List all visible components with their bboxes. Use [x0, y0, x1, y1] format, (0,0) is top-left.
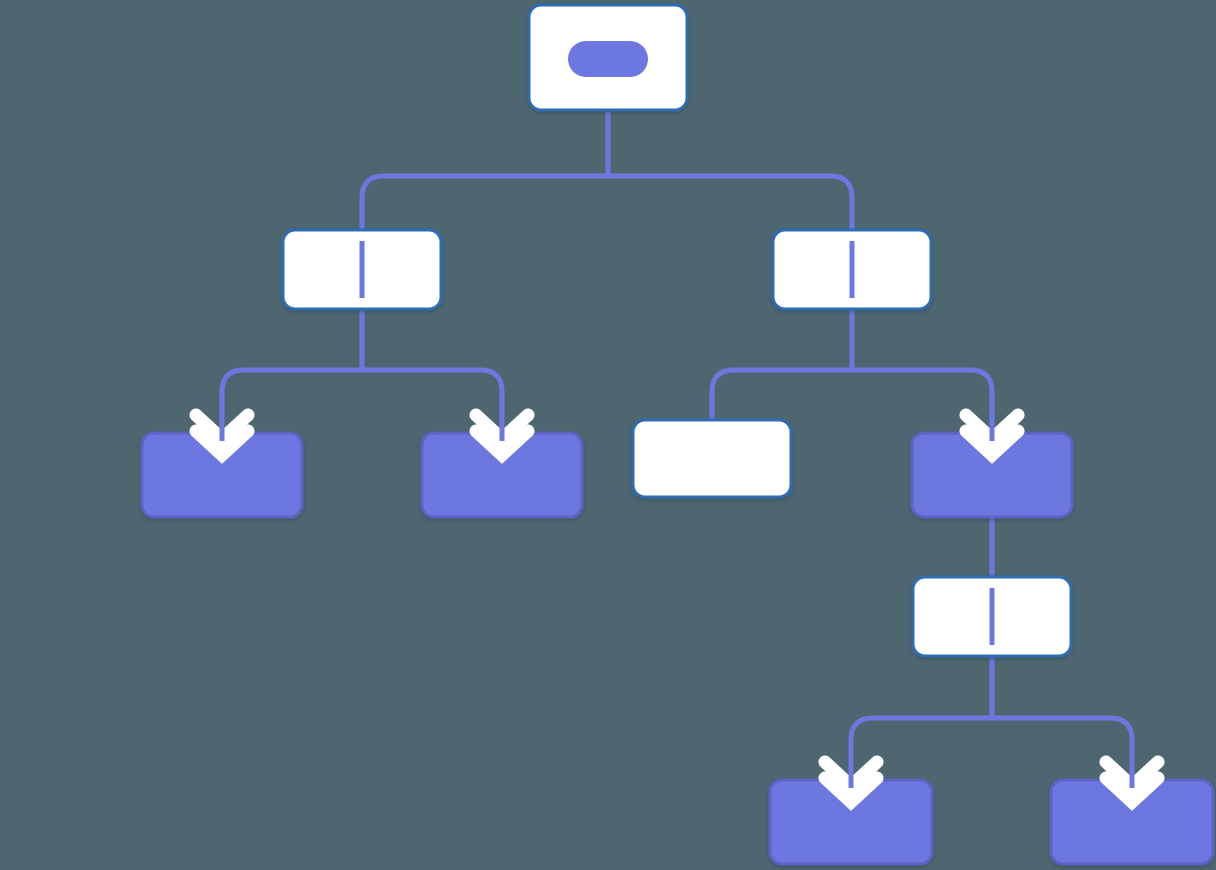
edge-root-to-branch-right [608, 173, 855, 318]
edge-tips-layer [219, 405, 1135, 788]
node-subbranch-white[interactable] [911, 575, 1073, 658]
edge-branch-right-to-leaf-white [709, 318, 855, 420]
edge-branch-left-to-leaf-1 [219, 318, 365, 441]
node-leaf-white-box[interactable] [631, 418, 793, 499]
edge-branch-right-to-node-purple [852, 367, 995, 441]
node-root[interactable] [527, 3, 689, 112]
edges-layer [219, 59, 1135, 788]
node-branch-right[interactable] [771, 228, 933, 311]
edge-sub-to-leaf-1 [848, 715, 992, 788]
node-branch-left[interactable] [281, 228, 443, 311]
nodes-layer [140, 3, 1215, 866]
edge-branch-left-to-leaf-2 [362, 367, 505, 441]
node-root-pill-badge [568, 41, 648, 77]
edge-root-to-branch-left [359, 173, 608, 318]
edge-sub-to-leaf-2 [992, 715, 1135, 788]
node-leaf-white[interactable] [631, 418, 793, 499]
